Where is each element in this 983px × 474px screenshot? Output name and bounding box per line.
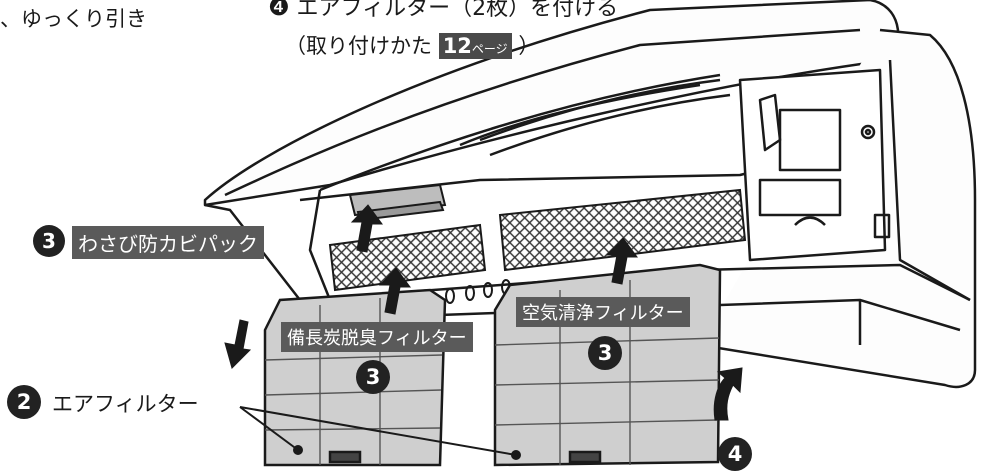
page-suffix: ページ xyxy=(471,42,508,56)
label-bincho: 備長炭脱臭フィルター xyxy=(281,322,473,352)
arrows xyxy=(224,204,743,421)
label-wasabi: わさび防カビパック xyxy=(72,226,264,259)
wasabi-pack-shape xyxy=(348,183,447,222)
step-3-badge-kuuki: 3 xyxy=(588,336,622,370)
step-4-badge: 4 xyxy=(718,437,752,471)
label-air-filter: エアフィルター xyxy=(52,392,199,416)
step-2-badge: 2 xyxy=(7,385,41,419)
step-heading: ❹ エアフィルター（2枚）を付ける xyxy=(268,0,618,22)
subheading-prefix: （取り付けかた xyxy=(285,34,432,58)
aircon-body xyxy=(203,0,977,389)
page-reference-badge: 12ページ xyxy=(438,33,512,59)
step-3-badge-wasabi: 3 xyxy=(33,225,65,257)
top-left-text: 、ゆっくり引き xyxy=(0,7,147,31)
step-3-badge-bincho: 3 xyxy=(356,360,390,394)
label-kuuki: 空気清浄フィルター xyxy=(516,297,690,327)
heading-text: エアフィルター（2枚）を付ける xyxy=(296,0,619,21)
subheading-close: ） xyxy=(518,34,540,58)
page-number: 12 xyxy=(442,34,472,58)
kuuki-filter-shape xyxy=(498,188,747,272)
pointer-lines xyxy=(239,406,521,460)
bincho-filter-shape xyxy=(328,223,487,292)
subheading: （取り付けかた 12ページ ） xyxy=(285,30,539,60)
step-4-icon: ❹ xyxy=(268,0,290,21)
